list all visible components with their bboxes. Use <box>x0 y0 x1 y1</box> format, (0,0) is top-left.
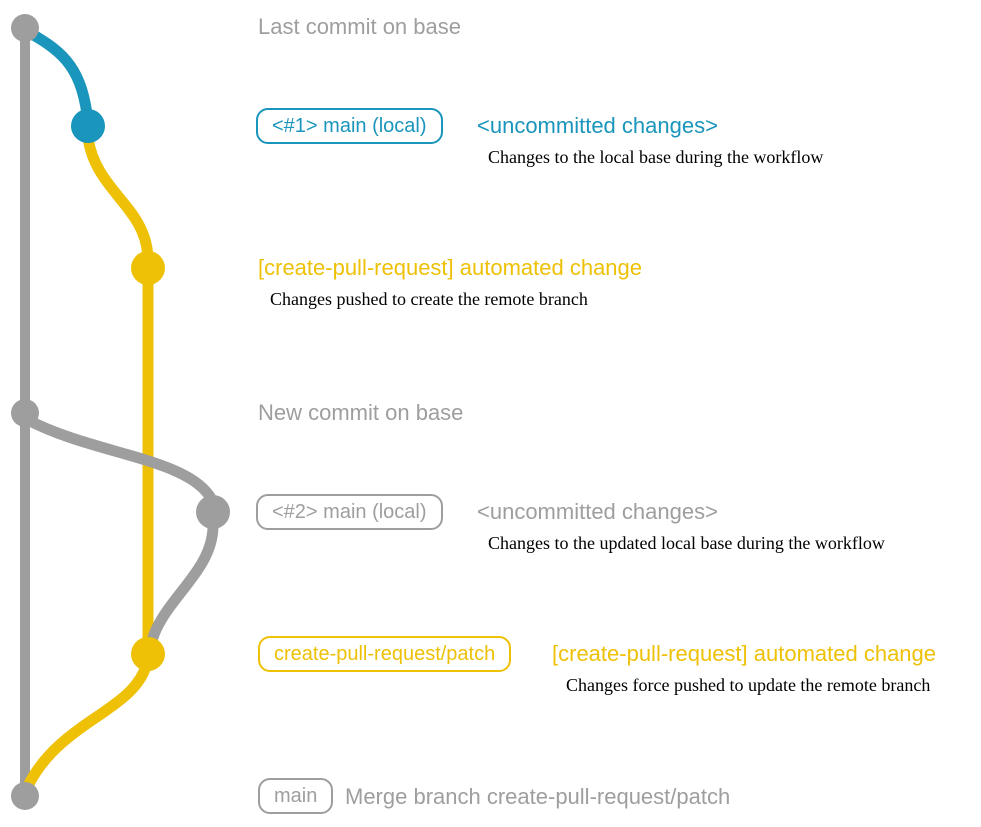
node-main-local-2 <box>196 495 230 529</box>
node-merge-commit <box>11 782 39 810</box>
badge-main-local-2: <#2> main (local) <box>256 494 443 530</box>
note-local-base-changes-1: Changes to the local base during the wor… <box>488 147 824 167</box>
node-automated-change-2 <box>131 637 165 671</box>
edge-patch-merge <box>21 660 152 794</box>
edge-patch-create <box>82 132 154 264</box>
edge-local-main-1 <box>19 24 93 120</box>
node-last-commit-on-base <box>11 14 39 42</box>
node-new-commit-on-base <box>11 399 39 427</box>
heading-automated-change-1: [create-pull-request] automated change <box>258 255 643 280</box>
git-graph <box>11 14 230 810</box>
heading-automated-change-2: [create-pull-request] automated change <box>552 641 937 666</box>
badge-patch-branch: create-pull-request/patch <box>258 636 512 672</box>
note-updated-local-base-changes: Changes to the updated local base during… <box>488 533 885 553</box>
node-automated-change-1 <box>131 251 165 285</box>
badge-main-local-1: <#1> main (local) <box>256 108 443 144</box>
label-merge-branch: Merge branch create-pull-request/patch <box>345 784 731 809</box>
node-main-local-1 <box>71 109 105 143</box>
note-pushed-create-remote: Changes pushed to create the remote bran… <box>270 289 588 309</box>
edge-force-push-update <box>145 522 219 650</box>
label-last-commit-on-base: Last commit on base <box>258 14 461 39</box>
note-force-pushed-update-remote: Changes force pushed to update the remot… <box>566 675 931 695</box>
heading-uncommitted-changes-2: <uncommitted changes> <box>477 499 718 524</box>
heading-uncommitted-changes-1: <uncommitted changes> <box>477 113 718 138</box>
badge-main: main <box>258 778 334 814</box>
label-new-commit-on-base: New commit on base <box>258 400 464 425</box>
edge-local-main-2 <box>22 414 218 506</box>
